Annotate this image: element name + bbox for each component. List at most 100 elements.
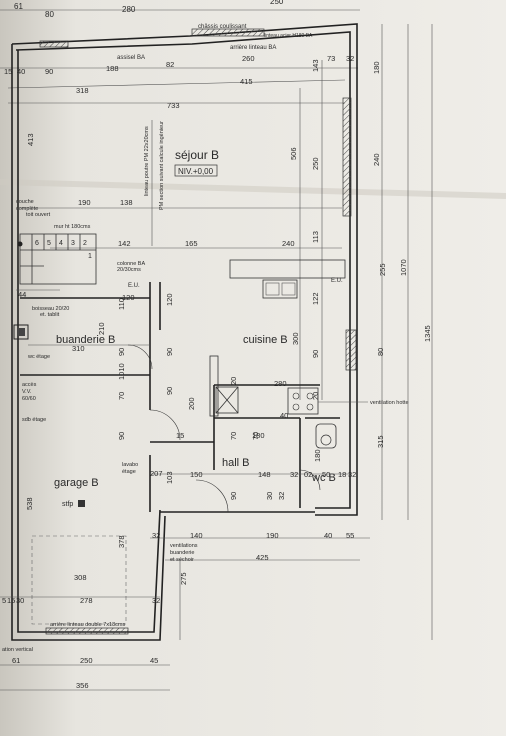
svg-text:260: 260 (242, 54, 255, 63)
vv-size-label: 60/60 (22, 396, 36, 402)
svg-text:142: 142 (118, 239, 131, 248)
hall-dimensions: 207 103 150 148 32 02 50 18 32 180 90 30… (25, 411, 356, 510)
svg-text:82: 82 (166, 60, 174, 69)
fridge-box (215, 386, 239, 414)
svg-text:02: 02 (304, 470, 312, 479)
svg-text:188: 188 (106, 64, 119, 73)
svg-text:20: 20 (311, 392, 320, 400)
sdb-label: sdb étage (22, 417, 46, 423)
svg-text:32: 32 (348, 470, 356, 479)
svg-text:15: 15 (7, 596, 15, 605)
lavabo-label: lavabo (122, 462, 138, 468)
boisseau-label-2: et. tablit (40, 312, 60, 318)
svg-text:190: 190 (266, 531, 279, 540)
assisel-label: assisel BA (117, 55, 145, 61)
svg-text:280: 280 (122, 5, 136, 14)
svg-text:90: 90 (229, 492, 238, 500)
svg-text:90: 90 (45, 67, 53, 76)
svg-text:15: 15 (176, 431, 184, 440)
svg-text:1010: 1010 (117, 363, 126, 380)
linteau-top-label: arrière linteau BA (230, 45, 276, 51)
svg-text:275: 275 (179, 572, 188, 585)
column-label: colonne BA (117, 261, 145, 267)
window-bottom-garage (45, 627, 129, 635)
ventilations-label: ventilations (170, 543, 198, 549)
svg-text:240: 240 (282, 239, 295, 248)
svg-text:70: 70 (117, 392, 126, 400)
svg-text:61: 61 (12, 656, 20, 665)
svg-text:180: 180 (313, 449, 322, 462)
stfp-box (78, 500, 85, 507)
svg-text:70: 70 (251, 432, 260, 440)
svg-text:61: 61 (14, 2, 23, 11)
cooktop (287, 387, 319, 415)
svg-text:50: 50 (322, 470, 330, 479)
svg-text:200: 200 (187, 397, 196, 410)
interior-walls (20, 282, 340, 512)
svg-text:250: 250 (270, 0, 284, 6)
svg-text:4: 4 (59, 240, 63, 247)
svg-text:15: 15 (4, 67, 12, 76)
svg-text:165: 165 (185, 239, 198, 248)
beam-label: linteau poutre PM 22x20cms (144, 126, 150, 196)
staircase: 6 5 4 3 2 1 (17, 233, 97, 285)
svg-text:122: 122 (311, 292, 320, 305)
svg-text:210: 210 (97, 322, 106, 335)
svg-text:55: 55 (346, 531, 354, 540)
chassis-label: châssis coulissant (198, 24, 247, 30)
svg-text:120: 120 (165, 293, 174, 306)
bottom-dimensions: 32 140 190 40 55 378 425 308 275 5 15 30… (0, 531, 370, 691)
svg-text:90: 90 (165, 348, 174, 356)
room-cuisine: cuisine B (243, 334, 288, 346)
svg-text:378: 378 (117, 535, 126, 548)
svg-text:415: 415 (240, 77, 253, 86)
door-arc-wc (299, 469, 321, 491)
svg-text:315: 315 (376, 435, 385, 448)
eu-label-1: E.U. (128, 283, 140, 289)
sejour-dimensions: 190 138 142 165 240 113 250 506 413 (20, 60, 342, 400)
svg-text:318: 318 (76, 86, 89, 95)
svg-text:255: 255 (378, 263, 387, 276)
svg-text:278: 278 (80, 596, 93, 605)
svg-text:32: 32 (277, 492, 286, 500)
svg-text:138: 138 (120, 198, 133, 207)
svg-text:30: 30 (16, 596, 24, 605)
window-top-left (39, 40, 69, 48)
svg-text:3: 3 (71, 240, 75, 247)
svg-text:250: 250 (80, 656, 93, 665)
kitchen-island (209, 355, 219, 417)
room-buanderie: buanderie B (56, 334, 115, 346)
wc-etage-label: wc étage (27, 354, 50, 360)
vv-label: V.V. (22, 389, 32, 395)
sliding-window-top (191, 28, 265, 37)
svg-text:70: 70 (229, 432, 238, 440)
svg-text:180: 180 (252, 431, 265, 440)
svg-text:90: 90 (165, 387, 174, 395)
door-arc-buanderie (127, 344, 153, 370)
svg-text:280: 280 (274, 379, 287, 388)
room-hall: hall B (222, 457, 250, 469)
svg-text:143: 143 (311, 59, 320, 72)
ventilation-hotte-label: ventilation hotte (370, 400, 409, 406)
svg-text:73: 73 (327, 54, 335, 63)
column-size-label: 20/30cms (117, 267, 141, 273)
svg-text:2: 2 (83, 240, 87, 247)
right-dimension-chain: 180 240 255 1070 80 315 1345 (372, 24, 433, 640)
svg-text:300: 300 (291, 332, 300, 345)
svg-text:538: 538 (25, 497, 34, 510)
door-arc-hall (195, 479, 229, 513)
svg-text:113: 113 (311, 231, 320, 243)
svg-text:32: 32 (152, 531, 160, 540)
top-dimension-chain: 61 80 280 250 15 40 90 188 82 260 73 32 … (0, 0, 360, 110)
room-garage: garage B (54, 477, 99, 489)
wall-height-label: mur ht 180cms (54, 224, 91, 230)
linteau-acier-label: linteau acier H180 BA (264, 33, 313, 39)
svg-text:20: 20 (229, 377, 238, 385)
svg-text:150: 150 (190, 470, 203, 479)
linteau-double-label: arrière linteau double 7x18cms (50, 622, 125, 628)
svg-text:733: 733 (167, 101, 180, 110)
svg-text:120: 120 (122, 293, 135, 302)
svg-text:30: 30 (265, 492, 274, 500)
